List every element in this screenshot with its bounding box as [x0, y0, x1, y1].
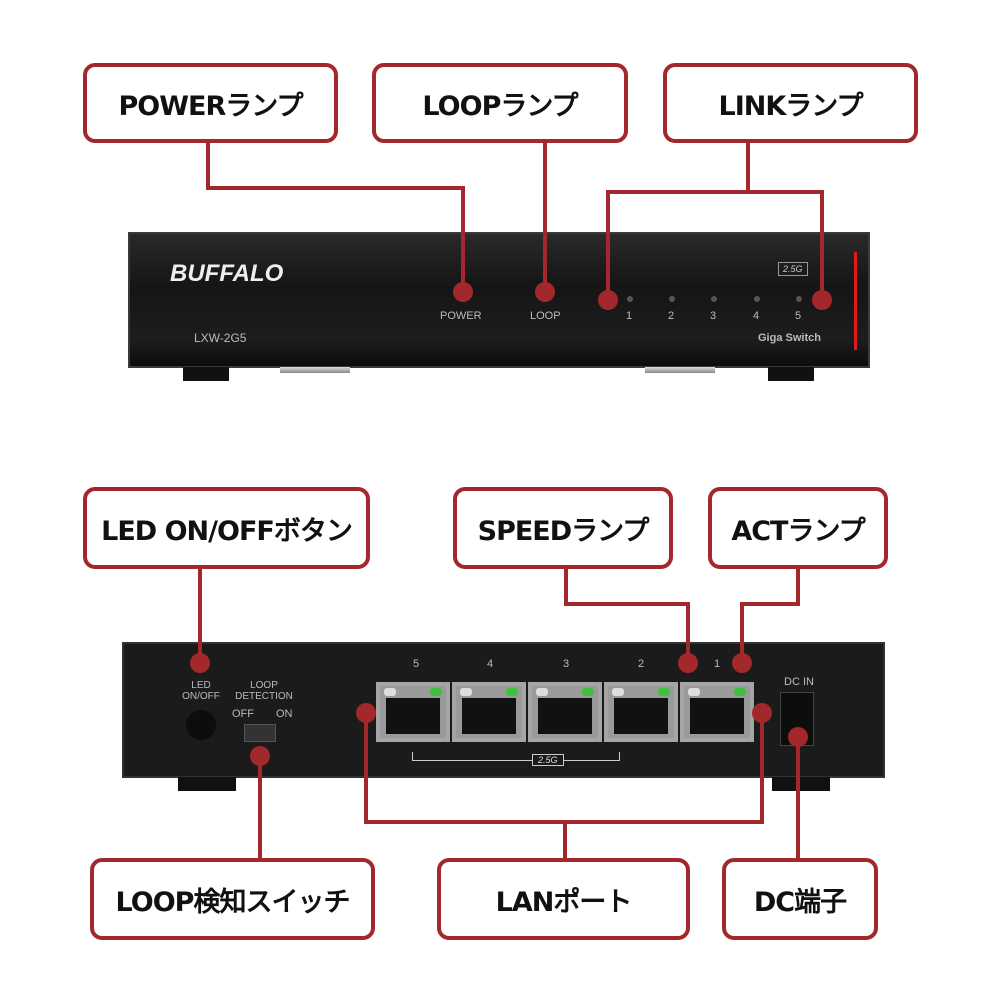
lan-port-1[interactable] [680, 682, 754, 742]
lan-port-2[interactable] [604, 682, 678, 742]
port-num: 3 [710, 310, 717, 322]
lan-port-5[interactable] [376, 682, 450, 742]
foot [645, 367, 715, 373]
callout-lan-port: LANポート [437, 858, 690, 940]
foot [183, 367, 229, 381]
lan-port-3[interactable] [528, 682, 602, 742]
foot [178, 777, 236, 791]
loop-label: LOOP [530, 310, 561, 322]
giga-switch-label: Giga Switch [758, 332, 821, 344]
callout-dc-jack: DC端子 [722, 858, 878, 940]
callout-power-lamp: POWERランプ [83, 63, 338, 143]
switch-front-panel: BUFFALO LXW-2G5 POWER LOOP 1 2 3 4 5 2.5… [128, 232, 870, 368]
link-led-3 [711, 296, 717, 302]
port-num: 2 [638, 658, 645, 670]
port-num: 3 [563, 658, 570, 670]
lan-port-4[interactable] [452, 682, 526, 742]
port-num: 4 [753, 310, 760, 322]
callout-act-lamp: ACTランプ [708, 487, 888, 569]
foot [772, 777, 830, 791]
loop-detection-label: LOOP DETECTION [235, 680, 293, 702]
brand-logo: BUFFALO [170, 260, 284, 287]
port-num: 5 [413, 658, 420, 670]
loop-detection-switch[interactable] [244, 724, 276, 742]
badge-2-5g: 2.5G [532, 754, 564, 766]
red-stripe [854, 252, 857, 350]
link-led-2 [669, 296, 675, 302]
foot [280, 367, 350, 373]
power-label: POWER [440, 310, 482, 322]
port-num: 1 [626, 310, 633, 322]
callout-loop-switch: LOOP検知スイッチ [90, 858, 375, 940]
model-label: LXW-2G5 [194, 331, 247, 345]
led-onoff-label: LED ON/OFF [182, 680, 220, 702]
port-num: 2 [668, 310, 675, 322]
callout-link-lamp: LINKランプ [663, 63, 918, 143]
led-onoff-button[interactable] [186, 710, 216, 740]
callout-speed-lamp: SPEEDランプ [453, 487, 673, 569]
off-label: OFF [232, 708, 254, 720]
link-led-5 [796, 296, 802, 302]
callout-loop-lamp: LOOPランプ [372, 63, 628, 143]
switch-back-panel: LED ON/OFF LOOP DETECTION OFF ON 5 4 3 2… [122, 642, 885, 778]
link-led-1 [627, 296, 633, 302]
port-num: 5 [795, 310, 802, 322]
port-num: 4 [487, 658, 494, 670]
badge-2-5g: 2.5G [778, 262, 808, 276]
on-label: ON [276, 708, 293, 720]
port-num: 1 [714, 658, 721, 670]
dc-in-label: DC IN [784, 676, 814, 688]
foot [768, 367, 814, 381]
bracket-line [412, 752, 620, 761]
link-led-4 [754, 296, 760, 302]
callout-led-button: LED ON/OFFボタン [83, 487, 370, 569]
